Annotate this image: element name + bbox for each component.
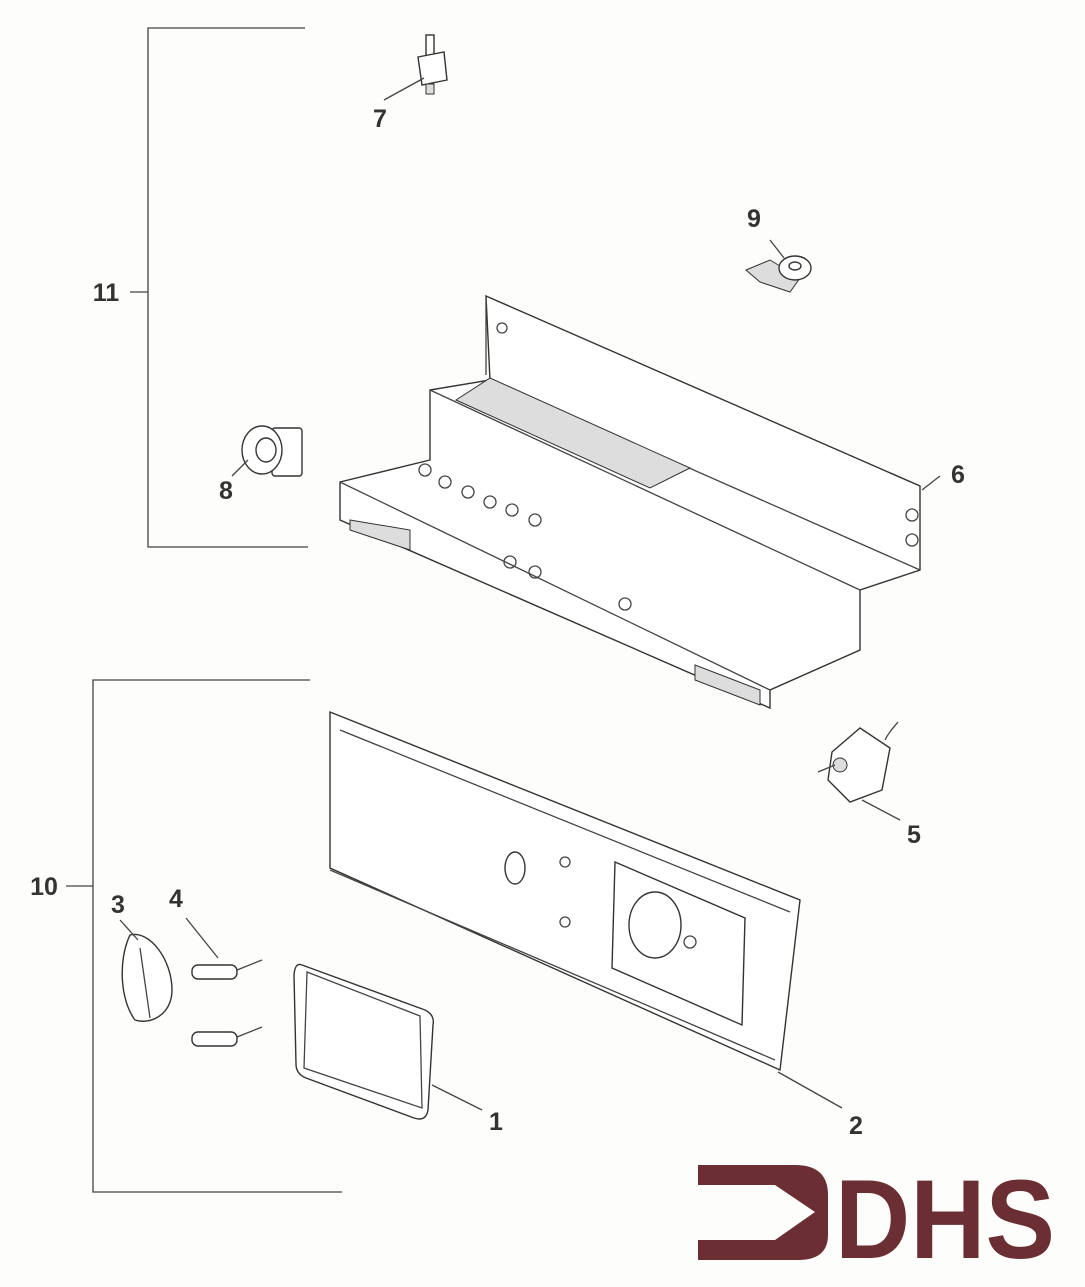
part-4-indicator-lamps: [185, 917, 263, 1047]
logo-text: DHS: [835, 1157, 1055, 1282]
part-2-front-panel: [329, 710, 843, 1109]
dhs-logo: DHS: [698, 1157, 1055, 1282]
part-3-knob: [119, 919, 173, 1022]
part-8-thermostat: [231, 425, 303, 477]
part-1-gasket: [293, 963, 483, 1120]
part-6-control-chassis: [339, 294, 941, 710]
callout-4: 4: [169, 885, 183, 913]
callout-5: 5: [907, 821, 921, 849]
bracket-group-10: [66, 679, 342, 1193]
logo-arrow-icon: [698, 1165, 828, 1260]
callout-11: 11: [93, 279, 120, 307]
callout-6: 6: [951, 461, 965, 489]
bracket-group-11: [130, 27, 308, 548]
callout-3: 3: [111, 891, 125, 919]
callout-1: 1: [489, 1108, 503, 1136]
part-7-switch: [383, 34, 448, 101]
callout-9: 9: [747, 205, 761, 233]
callout-10: 10: [30, 873, 58, 901]
part-9-pressure-switch: [745, 239, 812, 293]
callout-7: 7: [373, 105, 387, 133]
callout-2: 2: [849, 1112, 863, 1140]
callout-8: 8: [219, 477, 233, 505]
part-5-selector-switch: [817, 721, 901, 821]
